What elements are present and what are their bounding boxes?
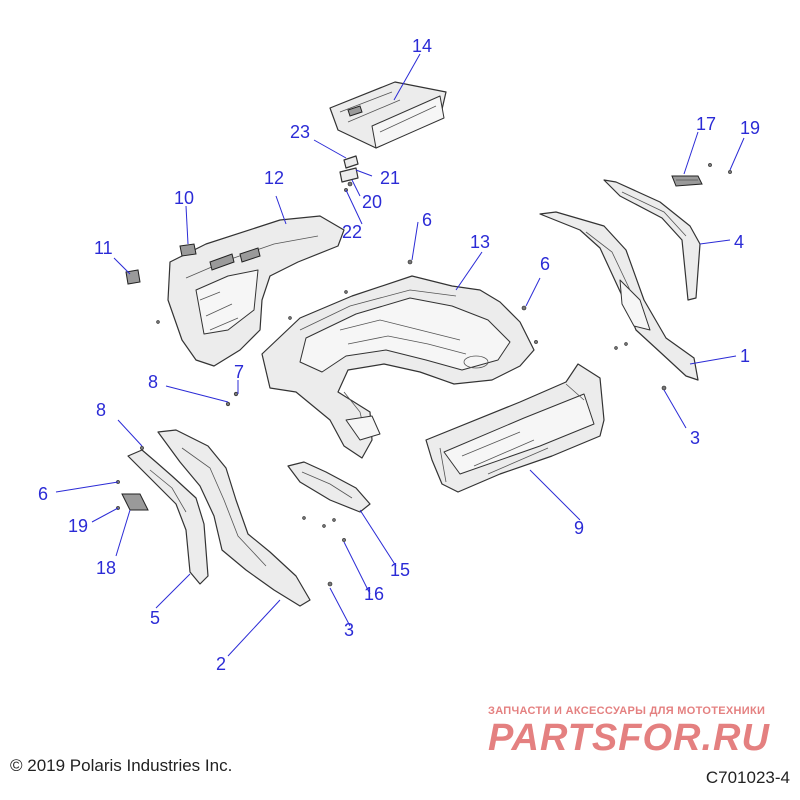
callout-11: 11: [94, 238, 113, 258]
fasteners: [116, 259, 667, 587]
part-1-right-panel: [539, 211, 699, 381]
callout-6-right: 6: [540, 254, 550, 274]
callout-18: 18: [96, 558, 116, 578]
callout-6-left: 6: [38, 484, 48, 504]
callout-1: 1: [740, 346, 750, 366]
watermark-tagline: ЗАПЧАСТИ И АКСЕССУАРЫ ДЛЯ МОТОТЕХНИКИ: [488, 705, 766, 717]
callout-22: 22: [342, 222, 362, 242]
callout-23: 23: [290, 122, 310, 142]
callout-15: 15: [390, 560, 410, 580]
parts-20-23-latch: [339, 155, 359, 192]
callout-5: 5: [150, 608, 160, 628]
watermark-logo-text: PARTSFOR.RU: [488, 717, 770, 758]
callout-4: 4: [734, 232, 744, 252]
callout-2: 2: [216, 654, 226, 674]
callout-13: 13: [470, 232, 490, 252]
callout-6-top: 6: [422, 210, 432, 230]
callout-8-left: 8: [96, 400, 106, 420]
part-13-tub: [261, 275, 535, 459]
callout-14: 14: [412, 36, 432, 56]
part-14-tray: [329, 81, 447, 149]
part-9-cargo-floor: [425, 363, 605, 493]
callout-3-bottom: 3: [344, 620, 354, 640]
part-4-right-fender: [603, 179, 701, 301]
callout-16: 16: [364, 584, 384, 604]
part-2-left-fender: [157, 429, 311, 607]
callout-19-left: 19: [68, 516, 88, 536]
callouts: 14 23 21 20 22 17 19 10 12 11 6 13 6 4 1…: [38, 36, 760, 674]
callout-12: 12: [264, 168, 284, 188]
callout-19-top: 19: [740, 118, 760, 138]
callout-17: 17: [696, 114, 716, 134]
part-12-dash: [167, 215, 345, 367]
part-18-bracket: [121, 493, 149, 511]
part-5-left-panel: [127, 449, 209, 585]
leader-lines: [55, 53, 745, 657]
part-10-switch: [179, 243, 197, 257]
callout-20: 20: [362, 192, 382, 212]
callout-21: 21: [380, 168, 400, 188]
copyright-notice: © 2019 Polaris Industries Inc.: [10, 756, 233, 775]
part-15-bracket: [287, 461, 371, 513]
callout-8-mid: 8: [148, 372, 158, 392]
callout-10: 10: [174, 188, 194, 208]
callout-9: 9: [574, 518, 584, 538]
watermark-logo: PARTSFOR.RU: [488, 717, 770, 758]
part-17-bracket: [671, 163, 732, 187]
drawing-number: C701023-4: [705, 768, 790, 787]
callout-7: 7: [234, 362, 244, 382]
callout-3-right: 3: [690, 428, 700, 448]
